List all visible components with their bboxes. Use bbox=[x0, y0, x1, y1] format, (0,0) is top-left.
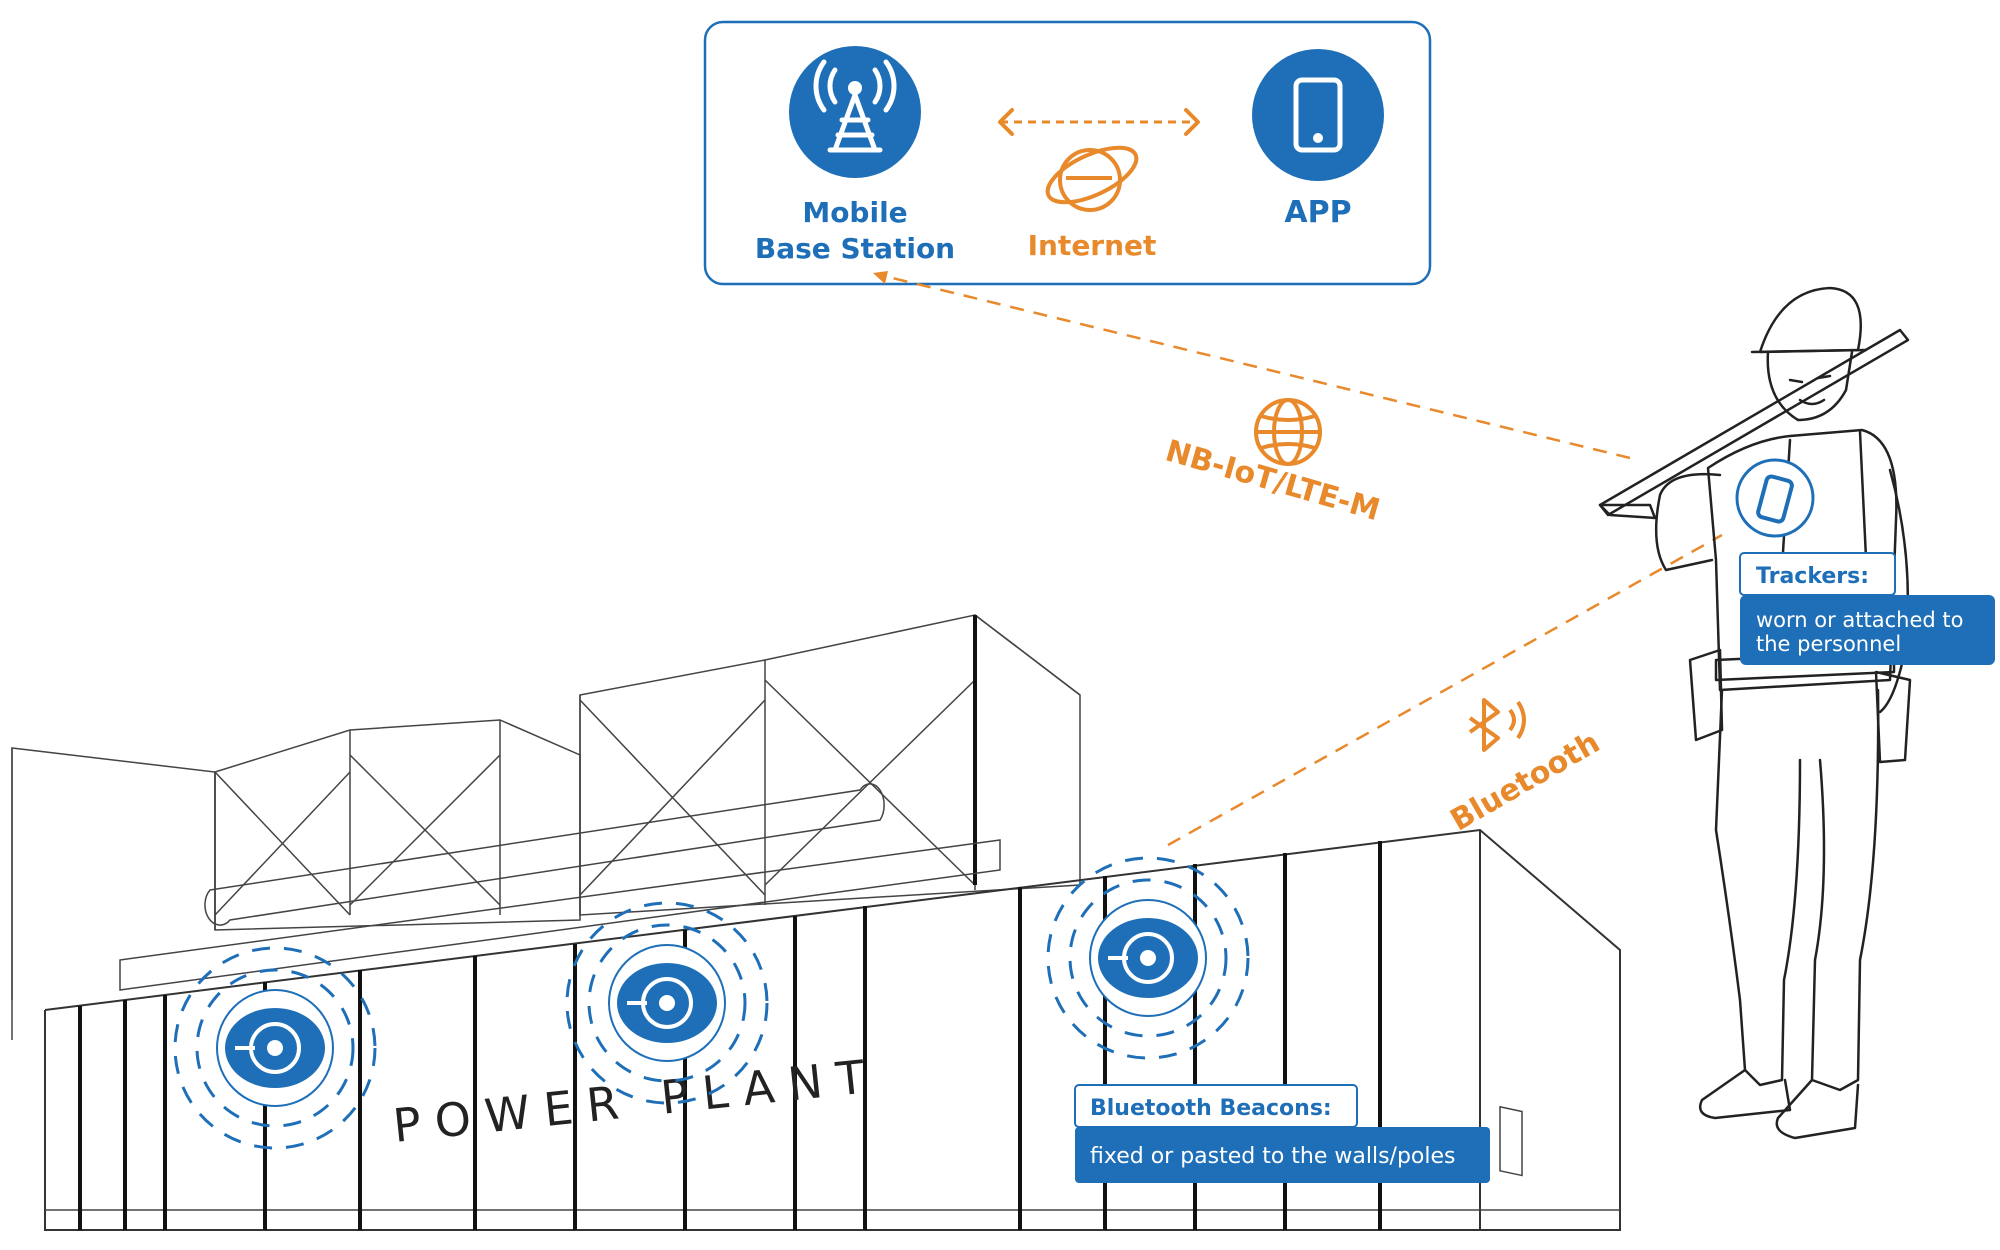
worker-figure bbox=[1598, 286, 1912, 1140]
bluetooth-link-label: Bluetooth bbox=[1445, 725, 1606, 838]
tracker-icon bbox=[1756, 474, 1794, 524]
cellular-link: NB-IoT/LTE-M bbox=[873, 271, 1631, 529]
globe-icon bbox=[1254, 398, 1322, 466]
smartphone-icon bbox=[1252, 49, 1384, 181]
internet-label: Internet bbox=[1028, 229, 1157, 262]
cellular-link-label: NB-IoT/LTE-M bbox=[1162, 434, 1384, 529]
beacon-icon bbox=[1098, 918, 1198, 998]
beacons-callout-desc: fixed or pasted to the walls/poles bbox=[1090, 1144, 1456, 1169]
trackers-callout-desc-line1: worn or attached to bbox=[1756, 608, 1964, 632]
tracker-device bbox=[1735, 458, 1815, 538]
beacon-1 bbox=[173, 946, 377, 1150]
bluetooth-icon bbox=[1468, 698, 1526, 752]
power-plant-building: POWER PLANT bbox=[11, 614, 1621, 1231]
beacons-callout-title: Bluetooth Beacons: bbox=[1090, 1096, 1332, 1121]
trackers-callout: Trackers: worn or attached to the person… bbox=[1739, 552, 1995, 665]
beacon-icon bbox=[225, 1008, 325, 1088]
beacons-callout: Bluetooth Beacons: fixed or pasted to th… bbox=[1074, 1084, 1490, 1183]
internet-explorer-icon bbox=[1045, 145, 1139, 212]
base-station-label-line2: Base Station bbox=[755, 232, 955, 265]
beacon-2 bbox=[565, 901, 769, 1105]
trackers-callout-desc-line2: the personnel bbox=[1756, 632, 1901, 656]
app-label: APP bbox=[1284, 195, 1351, 230]
base-station-label-line1: Mobile bbox=[802, 196, 907, 229]
trackers-callout-title: Trackers: bbox=[1756, 564, 1869, 589]
beacon-icon bbox=[617, 963, 717, 1043]
cell-tower-icon bbox=[789, 46, 921, 178]
building-sign: POWER PLANT bbox=[391, 1048, 881, 1153]
wall-door bbox=[1499, 1105, 1523, 1177]
bluetooth-link: Bluetooth bbox=[1167, 533, 1723, 847]
beacon-3 bbox=[1046, 856, 1250, 1060]
network-panel: Mobile Base Station Internet APP bbox=[703, 20, 1432, 286]
internet-link-arrow bbox=[998, 108, 1200, 136]
